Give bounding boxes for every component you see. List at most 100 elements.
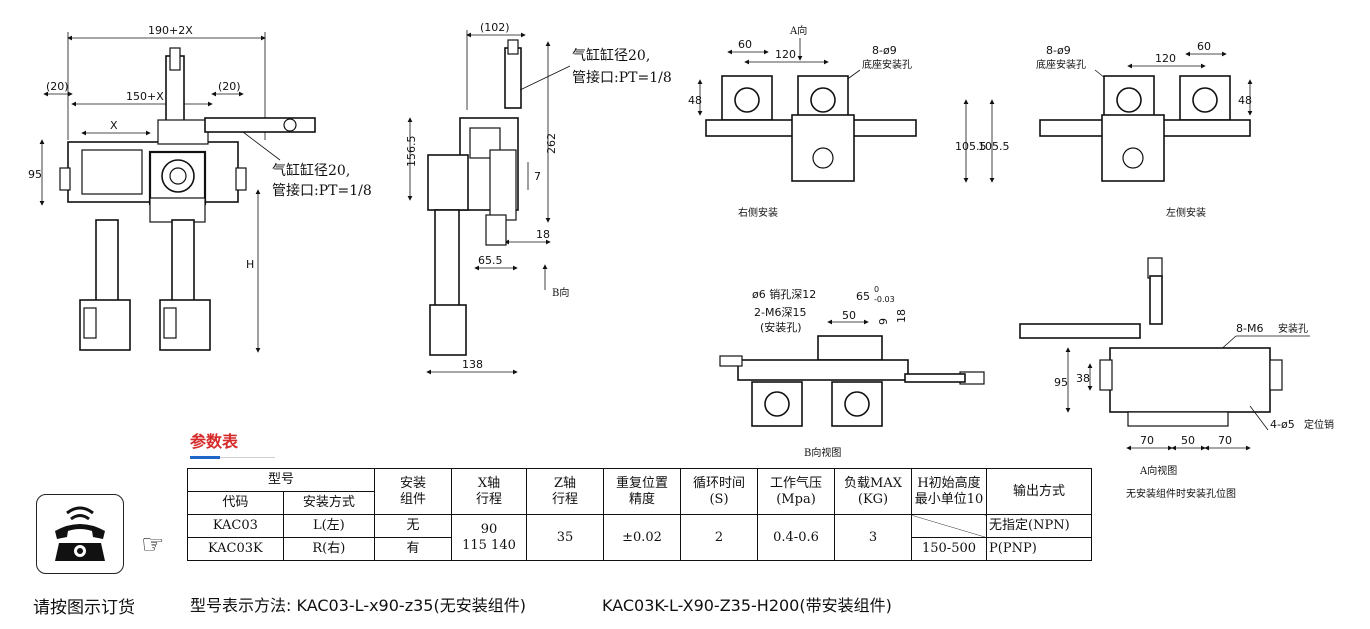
dim-x: X — [110, 119, 118, 132]
side-dim-18: 18 — [536, 228, 550, 241]
b-view: ø6 销孔深12 65 0 -0.03 2-M6深15 (安装孔) 50 9 1… — [719, 285, 985, 459]
a-pin: 4-ø5 — [1270, 418, 1295, 431]
header-output: 输出方式 — [986, 468, 1092, 515]
header-load: 负载MAX(KG) — [834, 468, 912, 515]
cycle-time: 2 — [680, 514, 758, 561]
b-caption: B向视图 — [804, 446, 841, 459]
r2-code: KAC03K — [187, 537, 284, 561]
right-dim-105: 105.5 — [955, 140, 987, 153]
table-header-row-2: 代码 安装方式 — [187, 491, 1092, 515]
left-dim-48: 48 — [1238, 94, 1252, 107]
a-caption-2: 无安装组件时安装孔位图 — [1126, 487, 1236, 500]
side-cylinder-note-1: 气缸缸径20, — [572, 47, 650, 64]
front-cylinder-note-2: 管接口:PT=1/8 — [272, 182, 372, 199]
side-dim-156: 156.5 — [405, 136, 418, 168]
h-blank — [911, 514, 987, 538]
right-dim-48: 48 — [688, 94, 702, 107]
right-dir-a: A向 — [789, 24, 807, 37]
left-holes-note: 底座安装孔 — [1036, 58, 1086, 71]
b-m6-note: (安装孔) — [760, 320, 802, 334]
header-x: X轴行程 — [451, 468, 527, 515]
table-header-row-1: 型号 安装组件 X轴行程 Z轴行程 重复位置精度 循环时间(S) 工作气压(Mp… — [187, 468, 1092, 515]
b-tol-sub: -0.03 — [874, 295, 895, 304]
header-h: H初始高度最小单位10 — [911, 468, 987, 515]
output-1: 无指定(NPN) — [986, 514, 1092, 538]
r2-mount: R(右) — [282, 537, 376, 561]
right-dim-60: 60 — [738, 38, 752, 51]
b-dim-9: 9 — [877, 318, 890, 325]
right-holes-note: 底座安装孔 — [862, 58, 912, 71]
section-divider — [220, 457, 275, 458]
side-dir-b: B向 — [552, 286, 569, 299]
header-repeat: 重复位置精度 — [603, 468, 681, 515]
load: 3 — [834, 514, 912, 561]
output-2: P(PNP) — [986, 537, 1092, 561]
z-stroke: 35 — [526, 514, 604, 561]
b-dim-50: 50 — [842, 309, 856, 322]
header-code: 代码 — [187, 491, 284, 515]
a-view: 8-M6 安装孔 95 38 70 50 70 4-ø5 定位销 A向视图 无安… — [1019, 257, 1334, 500]
a-dim-70a: 70 — [1140, 434, 1154, 447]
dim-h: H — [246, 258, 254, 271]
front-cylinder-note-1: 气缸缸径20, — [272, 162, 350, 179]
side-dim-138: 138 — [462, 358, 483, 371]
b-m6: 2-M6深15 — [754, 306, 806, 319]
left-dim-105: 105.5 — [978, 140, 1010, 153]
order-caption: 请按图示订货 — [33, 598, 135, 618]
header-mount-kit: 安装组件 — [374, 468, 452, 515]
a-m6: 8-M6 — [1236, 322, 1263, 335]
a-caption: A向视图 — [1139, 464, 1177, 477]
model-format-example-2: KAC03K-L-X90-Z35-H200(带安装组件) — [602, 596, 892, 615]
side-dim-65: 65.5 — [478, 254, 503, 267]
a-pin-note: 定位销 — [1304, 418, 1334, 431]
r1-code: KAC03 — [187, 514, 284, 538]
dim-left: (20) — [46, 80, 69, 93]
left-dim-120: 120 — [1155, 52, 1176, 65]
header-z: Z轴行程 — [526, 468, 604, 515]
a-dim-95: 95 — [1054, 376, 1068, 389]
b-tol-sup: 0 — [874, 285, 879, 294]
left-holes: 8-ø9 — [1046, 44, 1071, 57]
side-dim-top: (102) — [480, 21, 510, 34]
section-underline — [190, 456, 220, 459]
header-pressure: 工作气压(Mpa) — [757, 468, 835, 515]
section-title: 参数表 — [190, 432, 239, 451]
side-dim-262: 262 — [545, 133, 558, 154]
r1-kit: 无 — [374, 514, 452, 538]
pressure: 0.4-0.6 — [757, 514, 835, 561]
b-dim-18: 18 — [895, 309, 908, 323]
left-mount-view: 8-ø9 底座安装孔 120 60 48 105.5 左侧安装 — [978, 40, 1253, 219]
r2-kit: 有 — [374, 537, 452, 561]
right-mount-view: A向 60 120 8-ø9 底座安装孔 48 105.5 右侧安装 — [688, 24, 987, 219]
model-format-label: 型号表示方法: KAC03-L-x90-z35(无安装组件) — [190, 596, 526, 615]
side-view: (102) 156.5 262 7 18 65.5 138 B向 气缸缸径20,… — [405, 21, 672, 375]
r1-mount: L(左) — [282, 514, 376, 538]
right-caption: 右侧安装 — [738, 206, 778, 219]
side-dim-7: 7 — [534, 170, 541, 183]
b-tol: 65 — [856, 290, 870, 303]
header-mount-method: 安装方式 — [282, 491, 376, 515]
b-pin-hole: ø6 销孔深12 — [752, 287, 816, 301]
left-caption: 左侧安装 — [1166, 206, 1206, 219]
right-holes: 8-ø9 — [872, 44, 897, 57]
header-cycle: 循环时间(S) — [680, 468, 758, 515]
table-row: KAC03K R(右) 有 150-500 P(PNP) — [187, 537, 1092, 561]
side-cylinder-note-2: 管接口:PT=1/8 — [572, 69, 672, 86]
front-view: 190+2X (20) 150+X (20) X 95 H — [28, 24, 372, 353]
dim-height: 95 — [28, 168, 42, 181]
repeat-accuracy: ±0.02 — [603, 514, 681, 561]
dim-stroke: 150+X — [126, 90, 164, 103]
a-m6-note: 安装孔 — [1278, 322, 1308, 335]
a-dim-38: 38 — [1076, 372, 1090, 385]
a-dim-70b: 70 — [1218, 434, 1232, 447]
h-range: 150-500 — [911, 537, 987, 561]
dim-total: 190+2X — [148, 24, 193, 37]
pointing-hand-icon: ☞ — [141, 530, 165, 560]
header-model: 型号 — [187, 468, 375, 492]
spec-table: 型号 安装组件 X轴行程 Z轴行程 重复位置精度 循环时间(S) 工作气压(Mp… — [187, 468, 1092, 561]
phone-icon — [36, 494, 124, 574]
a-dim-50: 50 — [1181, 434, 1195, 447]
